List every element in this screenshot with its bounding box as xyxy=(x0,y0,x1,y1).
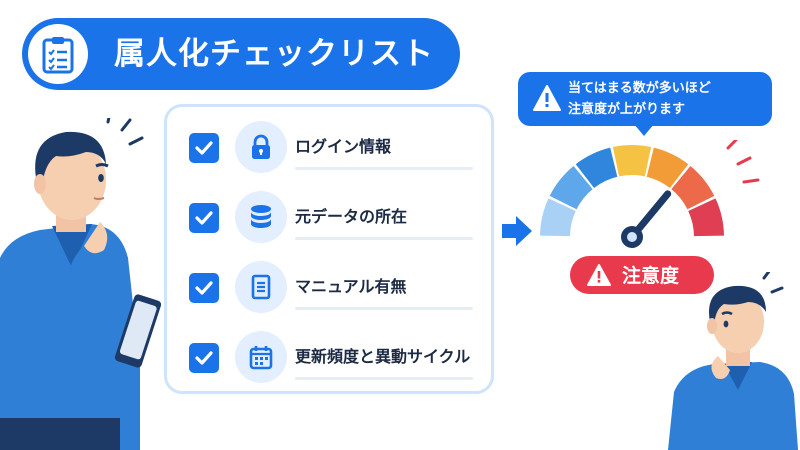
checklist-item: 更新頻度と異動サイクル xyxy=(167,329,497,389)
page-title: 属人化チェックリスト xyxy=(114,36,434,72)
callout: 当てはまる数が多いほど 注意度が上がります xyxy=(518,72,772,136)
check-icon xyxy=(195,351,213,365)
check-icon xyxy=(195,141,213,155)
warning-icon xyxy=(533,85,561,111)
gauge-tick-marks xyxy=(726,140,760,184)
checkbox[interactable] xyxy=(189,343,219,373)
checklist-item-label: 元データの所在 xyxy=(295,207,408,226)
gauge-segment xyxy=(612,145,652,177)
checkbox[interactable] xyxy=(189,273,219,303)
gauge-segment xyxy=(671,165,715,210)
callout-tail xyxy=(634,124,654,136)
item-icon-circle xyxy=(235,191,287,243)
checkbox[interactable] xyxy=(189,133,219,163)
arrow-right-icon xyxy=(502,216,532,246)
divider xyxy=(295,377,473,380)
warning-icon xyxy=(587,264,611,286)
gauge-segment xyxy=(549,165,593,210)
callout-line: 注意度が上がります xyxy=(568,102,686,117)
clipboard-checklist-icon xyxy=(42,37,74,74)
lock-icon xyxy=(252,134,270,159)
check-icon xyxy=(195,281,213,295)
thinking-person-illustration xyxy=(0,118,162,450)
check-icon xyxy=(195,211,213,225)
caution-gauge xyxy=(540,140,760,248)
caution-badge: 注意度 xyxy=(570,256,714,294)
item-icon-circle xyxy=(235,261,287,313)
gauge-segment xyxy=(575,147,618,188)
gauge-segment xyxy=(688,198,724,237)
title-icon-circle xyxy=(28,24,88,84)
checklist-item-label: 更新頻度と異動サイクル xyxy=(295,347,471,366)
checklist-panel: ログイン情報 元データの所在 マニュアル有無 xyxy=(164,104,494,394)
checkbox[interactable] xyxy=(189,203,219,233)
checklist-item: マニュアル有無 xyxy=(167,259,497,319)
callout-text: 当てはまる数が多いほど 注意度が上がります xyxy=(568,78,711,120)
caution-label: 注意度 xyxy=(622,265,680,287)
divider xyxy=(295,307,473,310)
calendar-icon xyxy=(249,346,273,370)
database-icon xyxy=(251,205,271,228)
title-banner: 属人化チェックリスト xyxy=(22,18,460,90)
divider xyxy=(295,167,473,170)
thinking-person-illustration xyxy=(668,272,798,450)
checklist-item: ログイン情報 xyxy=(167,119,497,179)
callout-line: 当てはまる数が多いほど xyxy=(568,81,711,96)
gauge-segment xyxy=(540,198,576,237)
item-icon-circle xyxy=(235,331,287,383)
checklist-item-label: ログイン情報 xyxy=(295,137,392,156)
item-icon-circle xyxy=(235,121,287,173)
divider xyxy=(295,237,473,240)
checklist-item-label: マニュアル有無 xyxy=(295,277,407,296)
checklist-item: 元データの所在 xyxy=(167,189,497,249)
document-icon xyxy=(251,274,271,300)
gauge-segment xyxy=(646,147,689,188)
